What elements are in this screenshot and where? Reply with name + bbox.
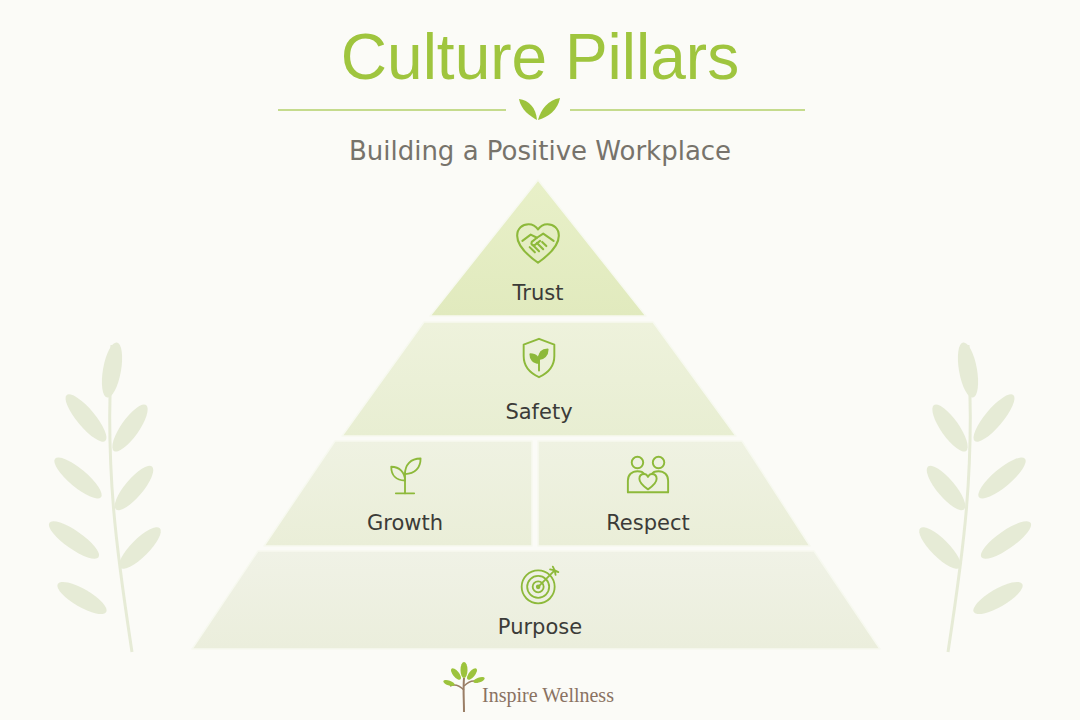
- tier-icon: [524, 339, 555, 377]
- logo-icon: [443, 662, 486, 712]
- pyramid-tier: Trust: [428, 178, 648, 318]
- title-rule: [570, 109, 805, 111]
- title: Culture Pillars: [341, 22, 739, 92]
- tier-icon: [391, 459, 420, 494]
- tier-label: Purpose: [498, 615, 582, 640]
- tier-label: Safety: [505, 400, 572, 425]
- branch-decoration: [914, 341, 1036, 652]
- pyramid-tier: Safety: [340, 322, 738, 437]
- pyramid-tier: Purpose: [190, 551, 882, 650]
- subtitle: Building a Positive Workplace: [349, 136, 731, 167]
- pyramid-tier: Growth: [262, 441, 534, 547]
- brand-name: Inspire Wellness: [482, 683, 614, 707]
- tier-icon: [522, 567, 559, 604]
- tier-fill: [538, 441, 810, 546]
- pyramid-tier: Respect: [538, 441, 812, 547]
- tier-label: Respect: [606, 511, 690, 536]
- tier-label: Trust: [513, 281, 564, 306]
- tier-fill: [342, 322, 736, 436]
- leaf-ornament: [519, 98, 560, 120]
- tier-fill: [430, 180, 646, 316]
- branch-decoration: [44, 341, 166, 652]
- tier-icon: [628, 457, 668, 492]
- tier-fill: [264, 441, 532, 546]
- title-rule: [278, 109, 506, 111]
- tier-label: Growth: [367, 511, 443, 536]
- tier-icon: [517, 224, 559, 263]
- tier-fill: [192, 551, 880, 649]
